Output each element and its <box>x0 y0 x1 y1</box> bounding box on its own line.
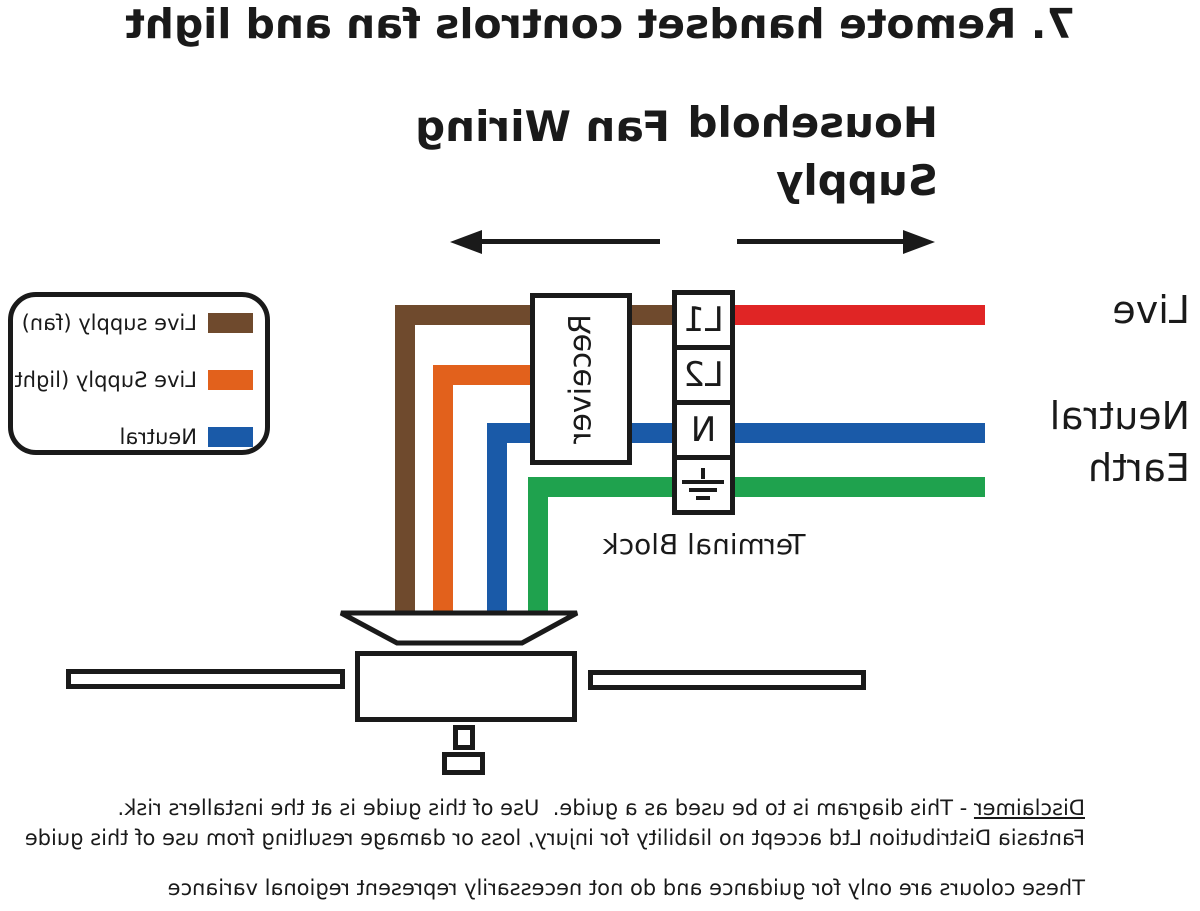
wire-earth-horizontal <box>528 477 985 497</box>
supply-label-earth: Earth <box>1088 446 1190 490</box>
fan-body <box>355 651 577 722</box>
terminal-block-label: Terminal Block <box>602 528 806 561</box>
wire-live-fan-vertical <box>395 305 415 612</box>
fan-stem <box>453 725 475 750</box>
legend-swatch-neutral <box>208 427 253 447</box>
legend-swatch-live-light <box>208 370 253 390</box>
wire-earth-vertical <box>528 477 548 612</box>
receiver-label: Receiver <box>563 314 599 444</box>
terminal-cell-l1: L1 <box>683 300 724 340</box>
arrow-left-shaft <box>737 239 907 244</box>
household-supply-line2: Supply <box>775 155 938 205</box>
household-supply-label: Household Supply <box>687 94 938 210</box>
supply-label-neutral: Neutral <box>1049 394 1190 438</box>
fan-blade-left <box>588 670 866 690</box>
legend-label-live-light: Live Supply (light) <box>6 368 197 392</box>
wire-live-light-vertical <box>433 365 453 612</box>
fan-wiring-label: Fan Wiring <box>415 102 670 151</box>
wire-neutral-vertical <box>487 423 507 612</box>
arrow-right-shaft <box>482 239 660 244</box>
legend-box: Live supply (fan) Live Supply (light) Ne… <box>6 292 270 455</box>
disclaimer-underlined-word: Disclaimer <box>973 796 1085 820</box>
terminal-cell-l2: L2 <box>677 345 730 400</box>
disclaimer-line-1: Disclaimer - This diagram is to be used … <box>117 796 1085 820</box>
terminal-cell-n: N <box>677 400 730 455</box>
page-title: 7. Remote handset controls fan and light <box>125 0 1075 48</box>
arrow-right-head-icon <box>450 230 482 254</box>
legend-row-live-light: Live Supply (light) <box>6 368 265 394</box>
disclaimer-line-3: These colours are only for guidance and … <box>167 876 1085 900</box>
household-supply-line1: Household <box>687 98 938 147</box>
legend-row-live-fan: Live supply (fan) <box>13 311 265 337</box>
terminal-block: L1 L2 N <box>672 290 735 515</box>
terminal-cell-earth <box>677 455 730 510</box>
disclaimer-line-2: Fantasia Distribution Ltd accept no liab… <box>24 826 1085 850</box>
legend-label-live-fan: Live supply (fan) <box>21 311 197 335</box>
fan-blade-right <box>66 669 345 689</box>
legend-swatch-live-fan <box>208 313 253 333</box>
wire-live <box>730 305 985 325</box>
legend-row-neutral: Neutral <box>13 425 265 451</box>
arrow-left-head-icon <box>903 230 935 254</box>
fan-canopy <box>339 610 579 646</box>
legend-label-neutral: Neutral <box>119 425 197 449</box>
fan-light-fitting <box>442 752 485 775</box>
supply-label-live: Live <box>1112 288 1190 332</box>
disclaimer-line-1-rest: - This diagram is to be used as a guide.… <box>117 796 974 820</box>
earth-symbol-icon <box>682 468 725 500</box>
receiver-box: Receiver <box>530 293 632 465</box>
